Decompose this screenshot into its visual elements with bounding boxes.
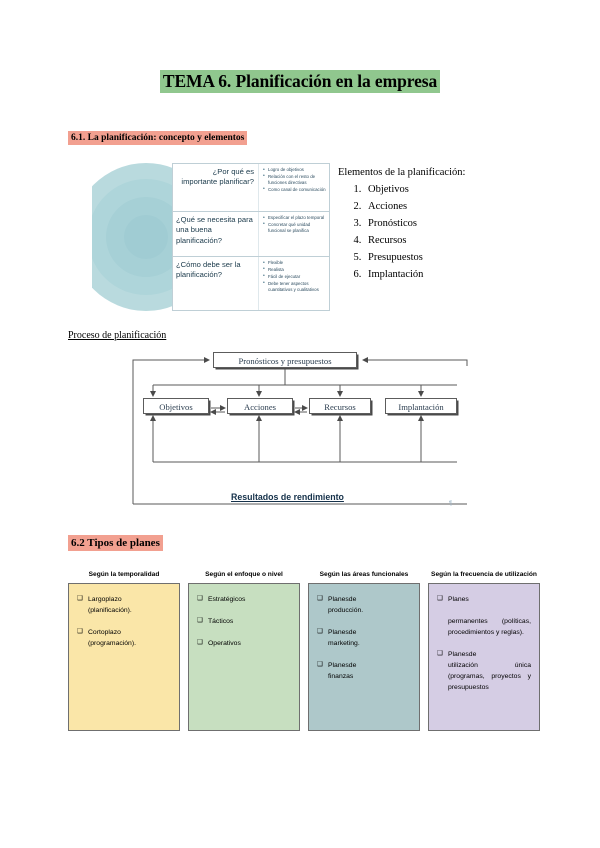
diagram-box-objetivos: Objetivos [143,398,209,414]
plan-types-columns: Según la temporalidad Largoplazo(planifi… [68,562,544,731]
circle-inner-icon [124,215,168,259]
list-item: Recursos [364,232,465,249]
list-item: Flexible [263,260,327,267]
justified-tail-word: de [468,651,477,658]
justified-tail-word: plazo [105,596,122,603]
answer-cell: Especificar el plazo temporal Concretar … [259,212,329,256]
question-cell: ¿Cómo debe ser la planificación? [173,257,259,310]
column-header: Según las áreas funcionales [319,571,409,579]
diagram-box-implantacion: Implantación [385,398,457,414]
list-item: Pronósticos [364,215,465,232]
column-header: Según el enfoque o nivel [205,571,283,579]
list-item: Como canal de comunicación [263,186,327,193]
section-heading-6-2: 6.2 Tipos de planes [68,535,163,552]
concentric-circles-decoration [92,163,187,311]
list-item: Fácil de ejecutar [263,273,327,280]
answer-cell: Flexible Realista Fácil de ejecutar Debe… [259,257,329,310]
paragraph-mark-icon: ¶ [449,501,453,507]
list-item: Realista [263,266,327,273]
page-title: TEMA 6. Planificación en la empresa [159,70,441,94]
plan-type-column-temporalidad: Según la temporalidad Largoplazo(planifi… [68,562,180,731]
plan-type-column-frecuencia: Según la frecuencia de utilización Plane… [428,562,540,731]
column-header: Según la frecuencia de utilización [431,571,537,579]
column-header: Según la temporalidad [88,571,160,579]
answer-cell: Logro de objetivos Relación con el resto… [259,164,329,211]
planning-elements-list: Elementos de la planificación: Objetivos… [338,166,465,283]
list-item: Operativos [197,638,291,649]
question-cell: ¿Qué se necesita para una buena planific… [173,212,259,256]
planning-process-diagram: Pronósticos y presupuestos Objetivos Acc… [131,352,469,510]
list-item: Objetivos [364,181,465,198]
questions-table: ¿Por qué es importante planificar? Logro… [172,163,330,311]
list-item: Debe tener aspectos cuantitativos y cual… [263,280,327,293]
diagram-results-label: Resultados de rendimiento [228,492,347,502]
table-row: ¿Por qué es importante planificar? Logro… [173,164,329,212]
page-title-wrapper: TEMA 6. Planificación en la empresa [0,70,600,94]
list-item: Acciones [364,198,465,215]
planning-elements-title: Elementos de la planificación: [338,167,466,178]
list-item: Tácticos [197,616,291,627]
list-item: Logro de objetivos [263,167,327,174]
justified-tail-word: de [348,662,357,669]
table-row: ¿Qué se necesita para una buena planific… [173,212,329,257]
diagram-box-recursos: Recursos [309,398,371,414]
planning-questions-graphic: ¿Por qué es importante planificar? Logro… [92,163,330,311]
list-item: Implantación [364,266,465,283]
list-item: Presupuestos [364,249,465,266]
plan-type-box: Estratégicos Tácticos Operativos [188,583,300,731]
question-cell: ¿Por qué es importante planificar? [173,164,259,211]
plan-type-column-areas: Según las áreas funcionales Planesdeprod… [308,562,420,731]
table-row: ¿Cómo debe ser la planificación? Flexibl… [173,257,329,310]
plan-type-column-enfoque: Según el enfoque o nivel Estratégicos Tá… [188,562,300,731]
section-heading-6-1: 6.1. La planificación: concepto y elemen… [68,131,248,146]
process-section-label: Proceso de planificación [68,330,167,341]
justified-tail-word: plazo [104,629,121,636]
diagram-box-acciones: Acciones [227,398,293,414]
process-flow-arrows [132,357,468,505]
justified-tail-word: de [348,629,357,636]
list-item: Estratégicos [197,594,291,605]
list-item: Relación con el resto de funciones direc… [263,173,327,186]
list-item: Concretar qué unidad funcional se planif… [263,221,327,234]
diagram-box-pronosticos: Pronósticos y presupuestos [213,352,357,368]
list-item: Especificar el plazo temporal [263,215,327,222]
justified-tail-word: de [348,596,357,603]
